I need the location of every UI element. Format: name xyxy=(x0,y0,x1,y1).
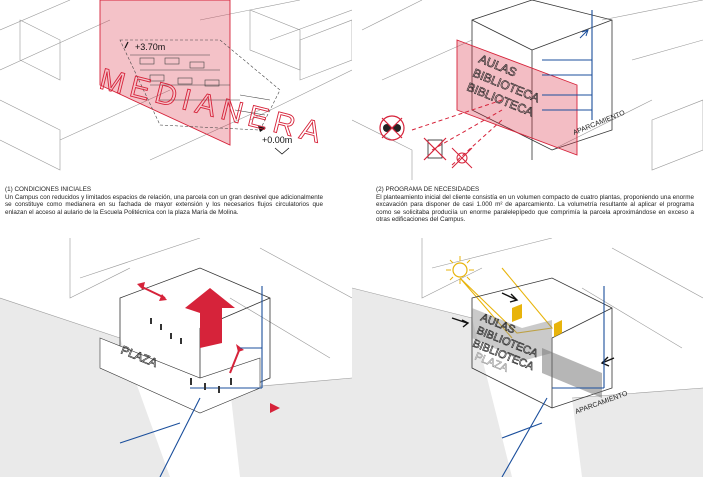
caption-2-title: (2) PROGRAMA DE NECESIDADES xyxy=(376,186,480,193)
caption-1-title: (1) CONDICIONES INICIALES xyxy=(5,186,92,193)
caption-2: (2) PROGRAMA DE NECESIDADES El planteami… xyxy=(376,186,694,224)
panel-condiciones-iniciales: +3.70m +0.00m MEDIANERA (1) CONDICIONES … xyxy=(0,0,352,238)
arrow-in-top-icon xyxy=(501,292,519,303)
diagram-solution: AULAS BIBLIOTECA BIBLIOTECA PLAZA APARCA… xyxy=(352,238,703,477)
no-views-icon xyxy=(379,115,405,141)
diagram-program: AULAS BIBLIOTECA BIBLIOTECA APARCAMIENTO xyxy=(352,0,703,180)
no-ventilation-icon xyxy=(423,137,447,161)
caption-2-body: El planteamiento inicial del cliente con… xyxy=(376,193,694,224)
parking-label: APARCAMIENTO xyxy=(572,109,626,136)
level-marker-icon xyxy=(274,147,290,155)
caption-1: (1) CONDICIONES INICIALES Un Campus con … xyxy=(5,186,323,216)
arrow-icon xyxy=(579,29,589,39)
panel-plaza: PLAZA xyxy=(0,238,352,477)
arrow-in-left-icon xyxy=(451,317,470,328)
big-up-arrow-icon xyxy=(185,288,235,348)
diagram-site-conditions: +3.70m +0.00m MEDIANERA xyxy=(0,0,352,171)
panel-programa-necesidades: AULAS BIBLIOTECA BIBLIOTECA APARCAMIENTO… xyxy=(352,0,703,238)
medianera-wall xyxy=(99,0,231,146)
diagram-plaza: PLAZA xyxy=(0,238,352,477)
no-sun-icon xyxy=(451,147,473,169)
sun-icon xyxy=(446,256,474,284)
level-top-label: +3.70m xyxy=(135,42,165,52)
level-bottom-label: +0.00m xyxy=(262,135,292,145)
panel-solucion: AULAS BIBLIOTECA BIBLIOTECA PLAZA APARCA… xyxy=(352,238,703,477)
caption-1-body: Un Campus con reducidos y limitados espa… xyxy=(5,193,323,216)
